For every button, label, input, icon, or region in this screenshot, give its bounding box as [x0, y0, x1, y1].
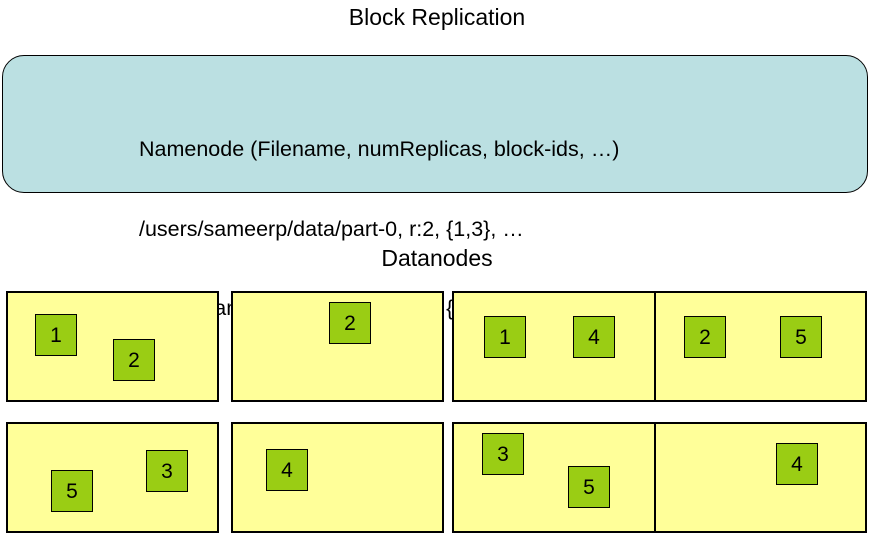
datanode-6: 4 — [231, 422, 444, 533]
namenode-box: Namenode (Filename, numReplicas, block-i… — [2, 55, 868, 320]
namenode-line-part-0: /users/sameerp/data/part-0, r:2, {1,3}, … — [139, 216, 524, 241]
namenode-line-schema: Namenode (Filename, numReplicas, block-i… — [139, 137, 620, 161]
block-2: 2 — [113, 339, 155, 381]
block-4: 4 — [776, 443, 818, 485]
block-5: 5 — [51, 470, 93, 512]
block-4: 4 — [266, 449, 308, 491]
block-2: 2 — [684, 316, 726, 358]
block-2: 2 — [329, 302, 371, 344]
datanodes-label: Datanodes — [381, 245, 493, 271]
datanode-2: 2 — [231, 291, 444, 402]
block-1: 1 — [35, 314, 77, 356]
block-4: 4 — [573, 316, 615, 358]
block-5: 5 — [568, 466, 610, 508]
block-3: 3 — [482, 433, 524, 475]
datanode-8: 4 — [654, 422, 867, 533]
block-5: 5 — [780, 316, 822, 358]
page-title: Block Replication — [348, 4, 526, 30]
block-3: 3 — [146, 450, 188, 492]
block-1: 1 — [484, 316, 526, 358]
